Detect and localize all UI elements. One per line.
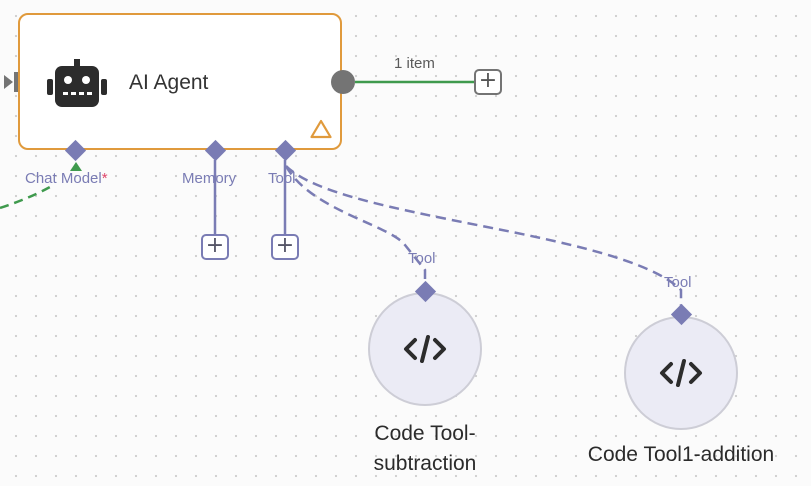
required-marker: * — [101, 170, 108, 187]
tool-addition-connector-label: Tool — [664, 274, 692, 291]
chat-model-edge[interactable] — [0, 185, 51, 210]
code-tool-addition-node[interactable] — [624, 316, 738, 430]
robot-icon — [47, 59, 107, 107]
output-items-label: 1 item — [394, 55, 435, 72]
tool-add-button[interactable]: + — [271, 234, 299, 260]
agent-output-handle[interactable] — [331, 70, 355, 94]
tool-subtraction-connector-label: Tool — [408, 250, 436, 267]
code-tool-subtraction-name: Code Tool- subtraction — [373, 422, 477, 475]
tool-label: Tool — [268, 170, 296, 187]
memory-add-button[interactable]: + — [201, 234, 229, 260]
code-icon — [404, 335, 446, 363]
output-add-button[interactable]: + — [474, 69, 502, 95]
memory-label: Memory — [182, 170, 237, 187]
tool-edge-subtraction[interactable] — [284, 165, 427, 288]
chat-model-label: Chat Model* — [25, 170, 108, 187]
ai-agent-node[interactable]: AI Agent — [18, 13, 342, 150]
warning-triangle-icon[interactable] — [310, 119, 332, 139]
code-tool-subtraction-node[interactable] — [368, 292, 482, 406]
tool-edge-addition[interactable] — [285, 165, 683, 310]
code-icon — [660, 359, 702, 387]
agent-title: AI Agent — [129, 71, 209, 94]
code-tool-addition-name: Code Tool1-addition — [587, 443, 775, 466]
chat-model-edge-arrow — [70, 162, 82, 171]
